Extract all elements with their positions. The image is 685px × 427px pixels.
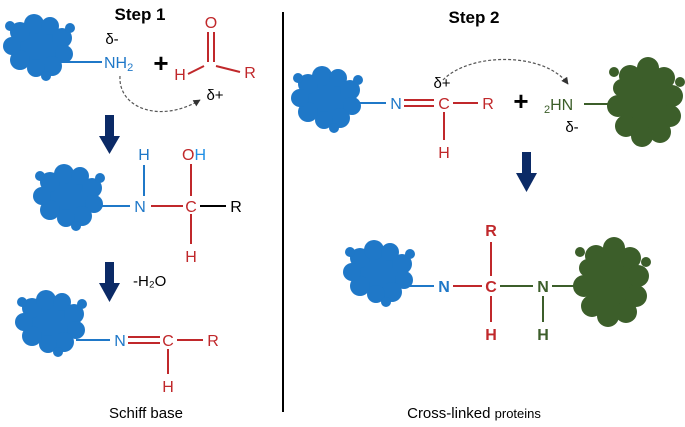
product-h-n: H: [537, 327, 549, 344]
aldehyde-bond-h: [187, 65, 205, 75]
imine-c: C: [438, 96, 450, 113]
step2-amine-label: 2HN: [544, 97, 573, 116]
protein-blob-icon: [3, 14, 75, 81]
aldehyde-r: R: [244, 65, 256, 82]
protein-blob-icon: [33, 164, 105, 231]
product-n-right: N: [537, 279, 549, 296]
step2-delta-plus: δ+: [433, 75, 450, 92]
schiff-n: N: [114, 333, 126, 350]
schiff-h: H: [162, 379, 174, 396]
curved-arrow-icon: [442, 58, 569, 85]
arrow-down-icon: [99, 262, 120, 302]
inter-r: R: [230, 199, 242, 216]
protein-blob-icon: [607, 57, 685, 147]
inter-h-bottom: H: [185, 249, 197, 266]
schiff-r: R: [207, 333, 219, 350]
product-c: C: [485, 279, 497, 296]
protein-blob-icon: [343, 240, 415, 307]
inter-oh: OH: [182, 147, 206, 164]
step1-delta-minus: δ-: [105, 31, 118, 48]
inter-n: N: [134, 199, 146, 216]
protein-blob-icon: [291, 66, 363, 133]
inter-c: C: [185, 199, 197, 216]
aldehyde-bond-r: [215, 65, 241, 73]
water-loss-label: -H₂O: [133, 273, 166, 290]
step2-plus: +: [513, 86, 528, 116]
arrow-down-icon: [516, 152, 537, 192]
cross-linked-caption: Cross-linked proteins: [407, 405, 541, 422]
imine-r: R: [482, 96, 494, 113]
imine-h: H: [438, 145, 450, 162]
aldehyde-h: H: [174, 67, 186, 84]
schiff-c: C: [162, 333, 174, 350]
arrow-down-icon: [99, 115, 120, 154]
inter-h-top: H: [138, 147, 150, 164]
protein-blob-icon: [573, 237, 651, 327]
product-n-left: N: [438, 279, 450, 296]
step1-amine-label: NH2: [104, 55, 133, 74]
curved-arrow-icon: [119, 75, 201, 113]
product-h-bottom: H: [485, 327, 497, 344]
step1-plus: +: [153, 48, 168, 78]
step1-delta-plus: δ+: [206, 87, 223, 104]
step2-title: Step 2: [448, 8, 499, 27]
product-r: R: [485, 223, 497, 240]
aldehyde-o: O: [205, 15, 217, 32]
step2-delta-minus: δ-: [565, 119, 578, 136]
schiff-base-caption: Schiff base: [109, 405, 183, 422]
protein-blob-icon: [15, 290, 87, 357]
imine-n: N: [390, 96, 402, 113]
step1-title: Step 1: [114, 5, 165, 24]
